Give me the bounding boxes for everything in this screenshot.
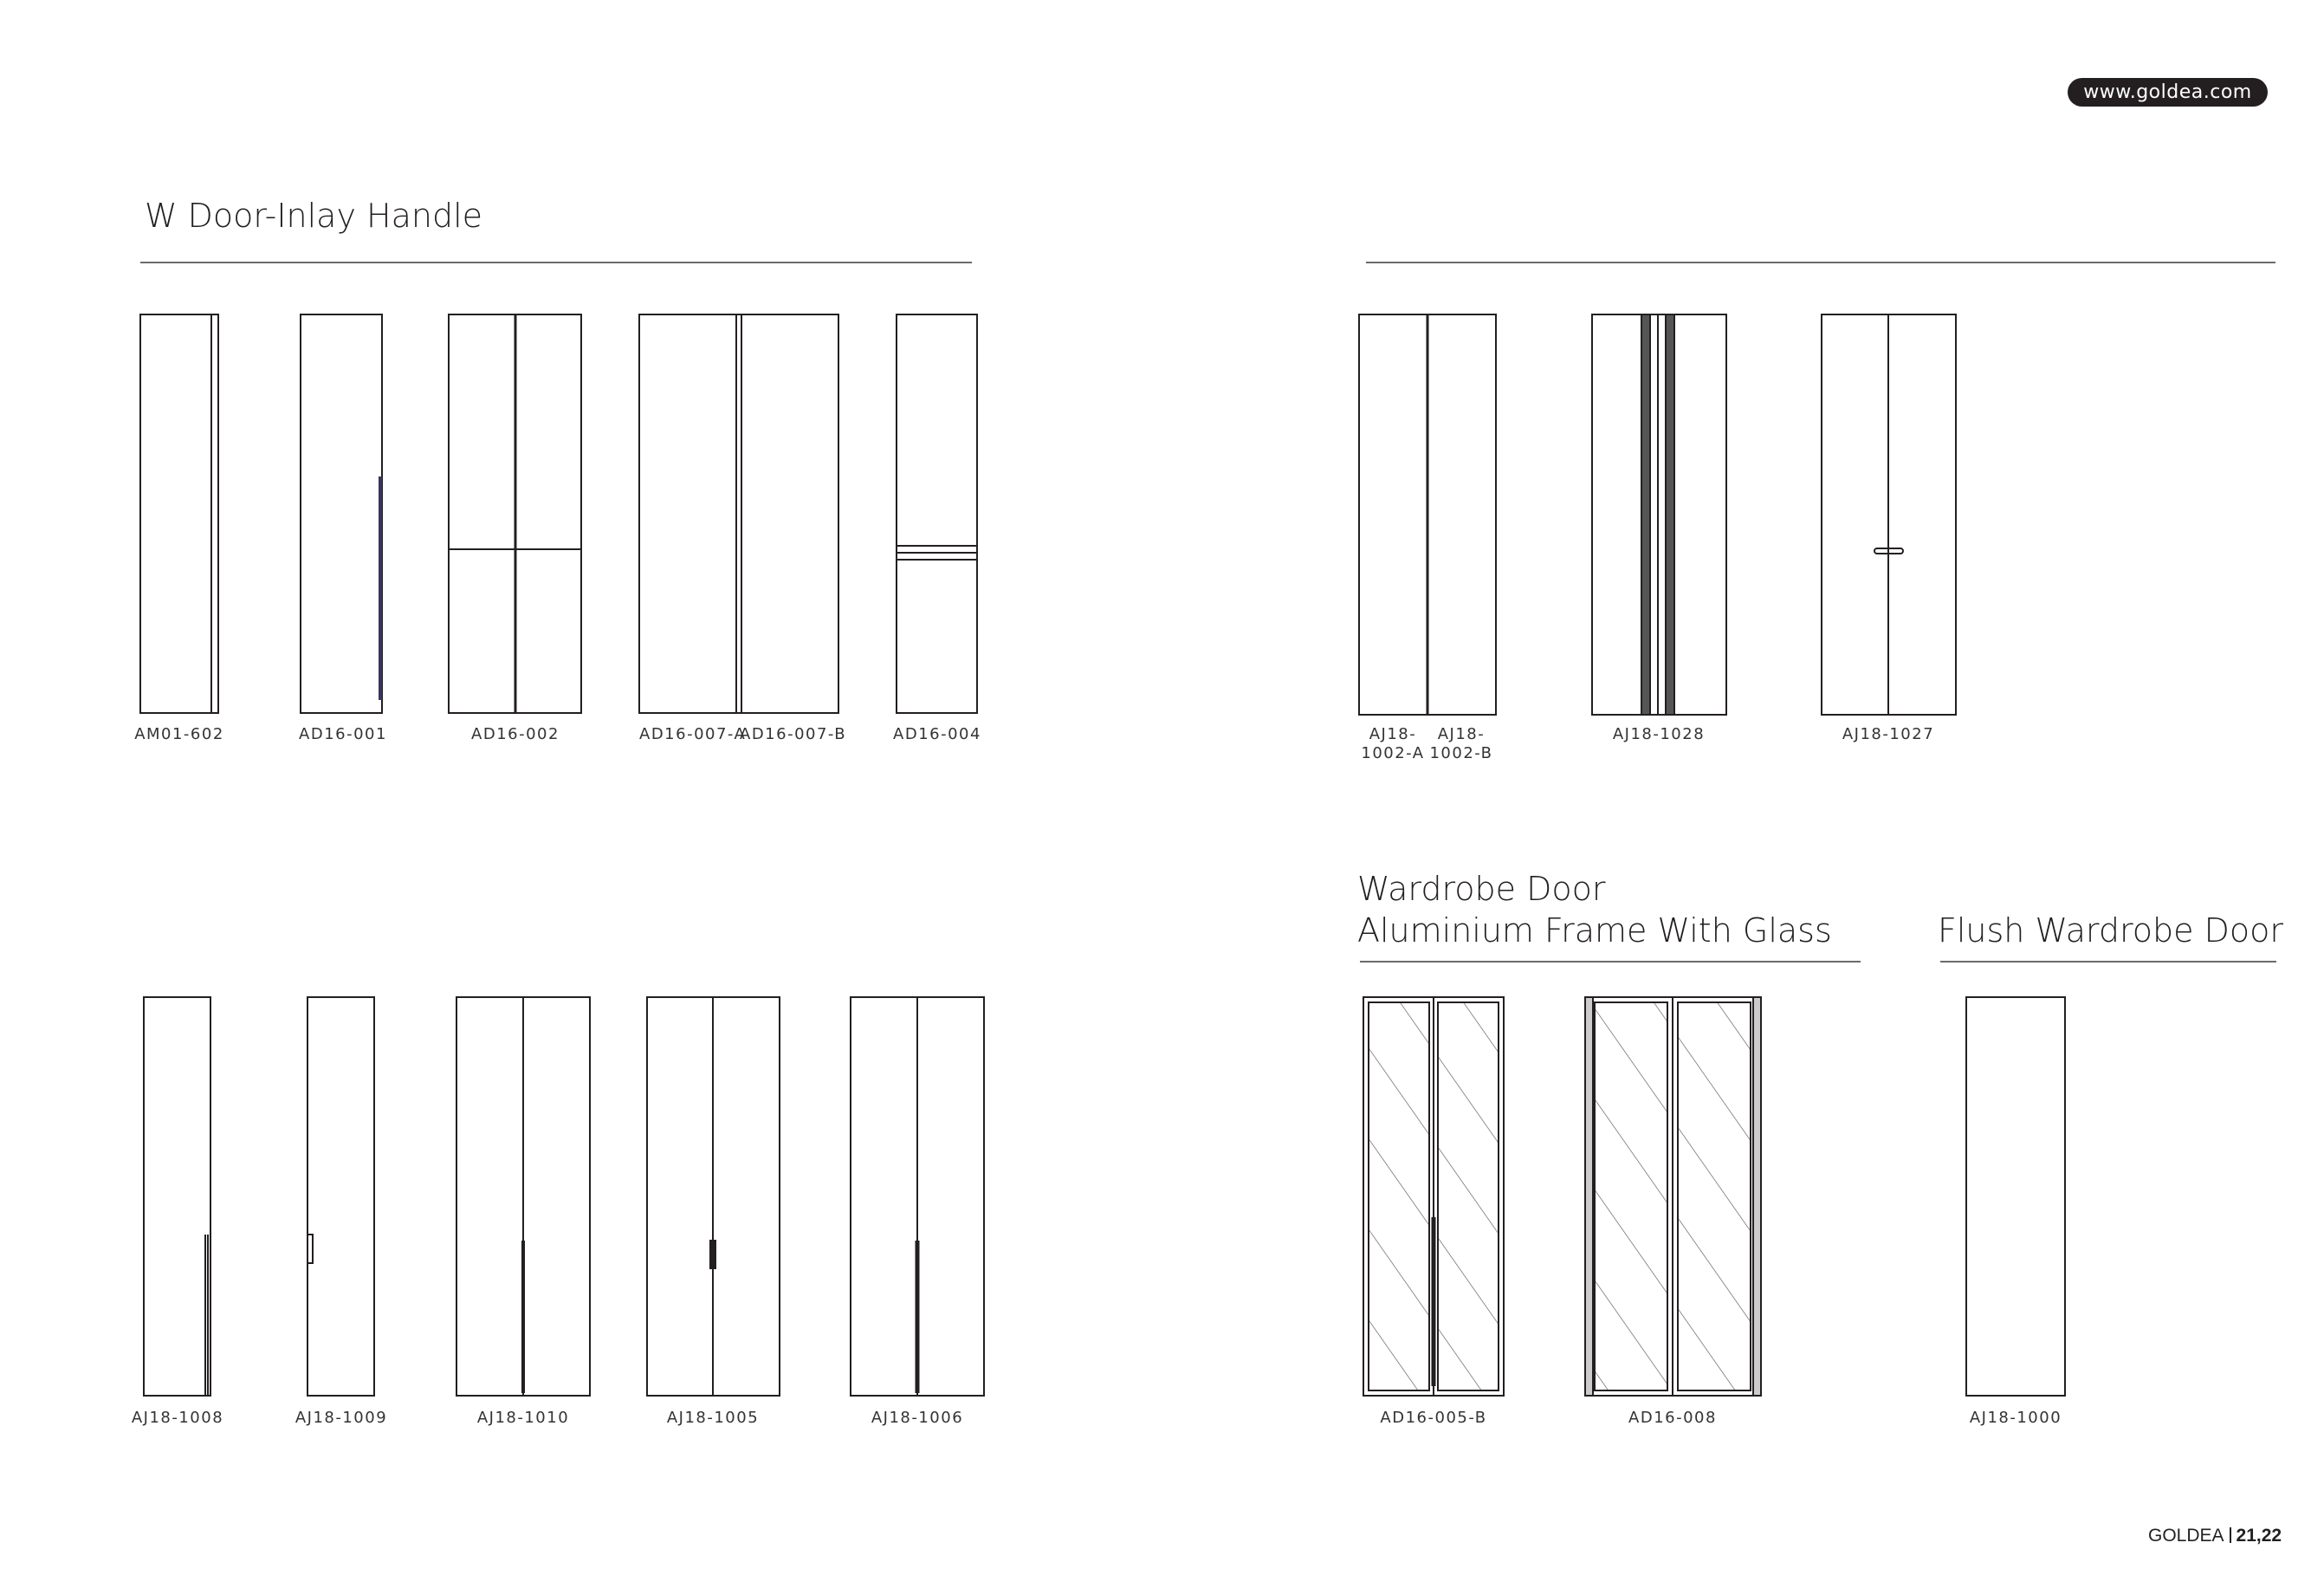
door-label: AJ18- bbox=[1437, 725, 1486, 743]
door-label: 1002-A bbox=[1361, 744, 1425, 762]
website-url-badge[interactable]: www.goldea.com bbox=[2068, 78, 2268, 107]
door-ad16-008 bbox=[1584, 996, 1762, 1397]
section-divider bbox=[1366, 262, 2275, 263]
door-label: AD16-005-B bbox=[1380, 1409, 1487, 1427]
door-label: AD16-007-B bbox=[740, 725, 847, 743]
section-divider bbox=[1360, 961, 1861, 963]
door-label: AJ18- bbox=[1369, 725, 1417, 743]
footer-separator bbox=[2229, 1527, 2231, 1543]
door-ad16-004 bbox=[896, 314, 978, 714]
door-aj18-1008 bbox=[143, 996, 211, 1397]
door-label: AD16-002 bbox=[471, 725, 560, 743]
door-label: AJ18-1000 bbox=[1969, 1409, 2062, 1427]
door-label: AD16-001 bbox=[299, 725, 387, 743]
footer-page-numbers: 21,22 bbox=[2236, 1526, 2282, 1546]
door-label: 1002-B bbox=[1429, 744, 1493, 762]
door-ad16-005-b bbox=[1363, 996, 1505, 1397]
door-aj18-1009 bbox=[307, 996, 375, 1397]
door-label: AJ18-1009 bbox=[295, 1409, 388, 1427]
door-ad16-007 bbox=[638, 314, 839, 714]
footer-page-info: GOLDEA 21,22 bbox=[2148, 1526, 2282, 1546]
door-aj18-1002 bbox=[1358, 314, 1497, 716]
door-aj18-1027 bbox=[1821, 314, 1957, 716]
door-label: AM01-602 bbox=[134, 725, 224, 743]
door-label: AJ18-1008 bbox=[131, 1409, 224, 1427]
section-divider bbox=[140, 262, 972, 263]
door-label: AJ18-1010 bbox=[476, 1409, 570, 1427]
door-ad16-001 bbox=[300, 314, 383, 714]
door-aj18-1028 bbox=[1591, 314, 1727, 716]
door-am01-602 bbox=[139, 314, 219, 714]
door-aj18-1006 bbox=[850, 996, 985, 1397]
door-label: AJ18-1028 bbox=[1612, 725, 1706, 743]
door-label: AJ18-1006 bbox=[871, 1409, 964, 1427]
door-label: AJ18-1027 bbox=[1842, 725, 1935, 743]
footer-brand: GOLDEA bbox=[2148, 1526, 2224, 1546]
section-title-inlay-handle: W Door-Inlay Handle bbox=[145, 197, 483, 235]
door-aj18-1010 bbox=[456, 996, 591, 1397]
section-title-glass-line1: Wardrobe Door bbox=[1357, 870, 1606, 908]
door-label: AD16-008 bbox=[1628, 1409, 1717, 1427]
door-ad16-002 bbox=[448, 314, 582, 714]
door-label: AD16-007-A bbox=[639, 725, 747, 743]
door-aj18-1005 bbox=[646, 996, 780, 1397]
section-title-glass-line2: Aluminium Frame With Glass bbox=[1357, 911, 1832, 950]
door-label: AJ18-1005 bbox=[666, 1409, 760, 1427]
door-aj18-1000 bbox=[1965, 996, 2066, 1397]
section-title-flush: Flush Wardrobe Door bbox=[1938, 911, 2283, 950]
section-divider bbox=[1940, 961, 2276, 963]
door-label: AD16-004 bbox=[893, 725, 981, 743]
